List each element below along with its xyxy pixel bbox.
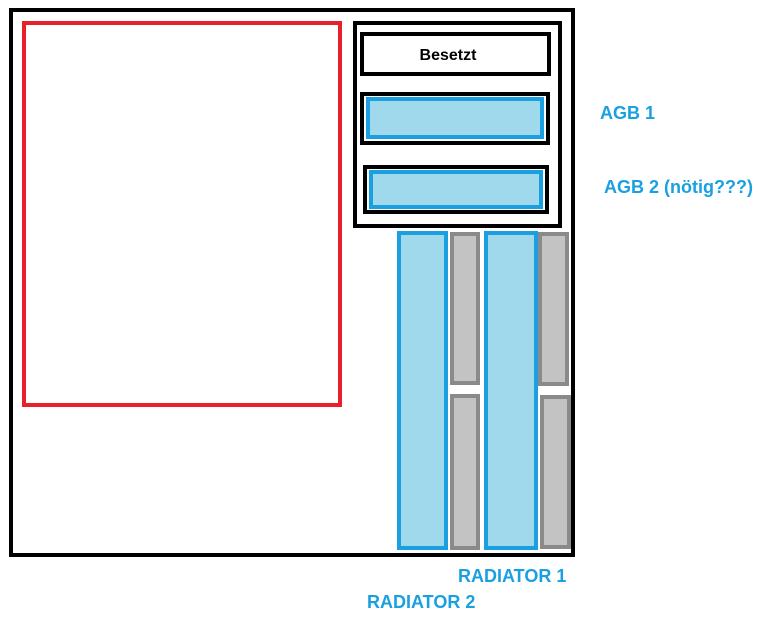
fan-bottom-right xyxy=(540,395,571,549)
radiator-1-label: RADIATOR 1 xyxy=(458,566,566,586)
occupied-bay xyxy=(360,32,551,76)
reservoir-1-label: AGB 1 xyxy=(600,103,655,123)
fan-top-left xyxy=(450,232,480,385)
radiator-1 xyxy=(484,231,538,550)
reservoir-2-label: AGB 2 (nötig???) xyxy=(604,177,753,197)
reservoir-1 xyxy=(366,97,544,139)
radiator-2-label: RADIATOR 2 xyxy=(367,592,475,612)
occupied-bay-label: Besetzt xyxy=(420,47,478,64)
motherboard-area xyxy=(22,21,342,407)
fan-bottom-left xyxy=(450,394,480,550)
radiator-2 xyxy=(397,231,448,550)
reservoir-2 xyxy=(369,170,543,209)
fan-top-right xyxy=(538,232,569,386)
